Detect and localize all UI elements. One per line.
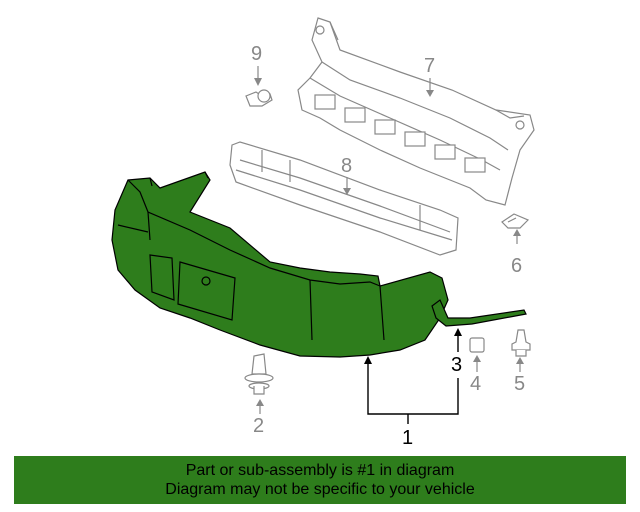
part-4-clip[interactable] — [469, 337, 485, 353]
part-8-impact-bar[interactable] — [229, 141, 459, 256]
part-1-bumper-cover[interactable] — [111, 171, 449, 358]
leader-8-arrow — [343, 188, 351, 195]
callout-3: 3 — [451, 354, 463, 376]
footer-line-1: Part or sub-assembly is #1 in diagram — [185, 462, 455, 479]
callout-9: 9 — [251, 43, 263, 65]
part-6-clip[interactable] — [501, 213, 530, 229]
leader-6-arrow — [513, 229, 521, 236]
leader-7-arrow — [426, 90, 434, 97]
part-2-retainer[interactable] — [244, 353, 274, 395]
callout-4: 4 — [470, 373, 482, 395]
leader-5-arrow — [516, 357, 524, 364]
footer-line-2: Diagram may not be specific to your vehi… — [165, 481, 475, 498]
leader-9-arrow — [254, 78, 262, 86]
callout-6: 6 — [511, 255, 523, 277]
part-9-push-pin[interactable] — [245, 89, 273, 107]
leader-1 — [367, 362, 459, 424]
callout-8: 8 — [341, 155, 353, 177]
leader-4-arrow — [473, 355, 481, 362]
part-7-absorber-bracket[interactable] — [297, 17, 535, 206]
leader-3-arrow — [454, 328, 462, 336]
callout-5: 5 — [514, 373, 526, 395]
callout-1: 1 — [402, 427, 414, 449]
part-3-molding-strip[interactable] — [431, 299, 527, 327]
callout-2: 2 — [253, 415, 265, 437]
callout-7: 7 — [424, 55, 436, 77]
leader-2-arrow — [256, 399, 264, 406]
part-5-retainer[interactable] — [511, 329, 531, 357]
leader-1-arrow — [364, 356, 372, 364]
parts-diagram — [111, 17, 535, 424]
footer-banner: Part or sub-assembly is #1 in diagram Di… — [14, 456, 626, 504]
